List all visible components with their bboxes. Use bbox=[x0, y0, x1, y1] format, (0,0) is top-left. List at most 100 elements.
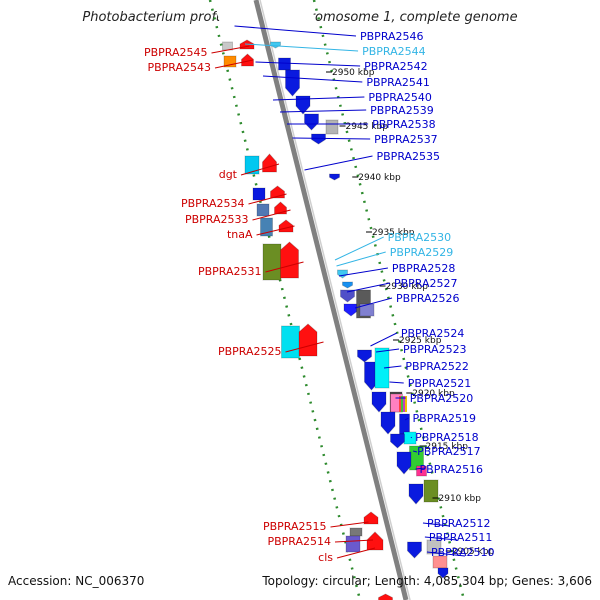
right-gene-label: PBPRA2524 bbox=[401, 327, 465, 340]
right-callout-line bbox=[244, 43, 359, 52]
right-gene-label: PBPRA2520 bbox=[410, 392, 474, 405]
gene-feature-0 bbox=[222, 41, 233, 51]
right-gene-label: PBPRA2542 bbox=[364, 60, 428, 73]
gene-stripe-0 bbox=[399, 396, 401, 412]
tick-label: 2910 kbp bbox=[439, 494, 482, 504]
left-gene-label: PBPRA2514 bbox=[267, 535, 331, 548]
right-callout-line bbox=[404, 417, 409, 421]
gene-feature-48 bbox=[366, 531, 384, 551]
tick-label: 2930 kbp bbox=[386, 282, 429, 292]
gene-feature-2 bbox=[223, 55, 237, 68]
left-gene-label: PBPRA2531 bbox=[198, 265, 262, 278]
gene-feature-3 bbox=[241, 53, 254, 67]
right-gene-label: PBPRA2539 bbox=[370, 104, 434, 117]
gene-feature-43 bbox=[408, 483, 424, 505]
gene-feature-49 bbox=[407, 541, 422, 559]
left-callout-line bbox=[265, 261, 304, 273]
gene-stripe-2 bbox=[403, 396, 405, 412]
right-callout-line bbox=[334, 236, 384, 261]
right-gene-label: PBPRA2522 bbox=[405, 360, 469, 373]
left-callout-line bbox=[211, 45, 250, 54]
gene-feature-50 bbox=[426, 539, 442, 555]
right-gene-label: PBPRA2517 bbox=[417, 445, 481, 458]
gene-feature-44 bbox=[423, 479, 439, 503]
tick-label: 2935 kbp bbox=[372, 228, 415, 238]
gene-stripe-1 bbox=[401, 396, 403, 412]
right-callout-line bbox=[272, 96, 365, 101]
gene-feature-16 bbox=[256, 203, 270, 217]
gene-feature-46 bbox=[363, 511, 379, 525]
gene-feature-5 bbox=[278, 57, 291, 71]
gene-feature-36 bbox=[380, 411, 396, 435]
gene-feature-33 bbox=[371, 391, 387, 413]
right-callout-line bbox=[354, 297, 393, 309]
left-callout-line bbox=[248, 193, 287, 205]
left-gene-label: PBPRA2525 bbox=[218, 345, 282, 358]
gene-feature-6 bbox=[285, 69, 300, 97]
left-callout-line bbox=[330, 521, 369, 528]
right-callout-line bbox=[234, 25, 357, 37]
tick-label: 2905 kbp bbox=[452, 547, 495, 557]
right-callout-line bbox=[255, 61, 361, 67]
gene-feature-9 bbox=[325, 119, 339, 135]
left-gene-label: tnaA bbox=[227, 228, 253, 241]
left-gene-label: dgt bbox=[219, 168, 238, 181]
left-callout-line bbox=[336, 547, 376, 559]
right-gene-label: PBPRA2511 bbox=[429, 531, 493, 544]
right-callout-line bbox=[426, 551, 466, 557]
left-gene-label: PBPRA2533 bbox=[185, 213, 249, 226]
gene-feature-27 bbox=[359, 303, 375, 317]
right-callout-line bbox=[412, 450, 418, 453]
gene-feature-12 bbox=[244, 155, 260, 175]
tick-label: 2925 kbp bbox=[399, 336, 442, 346]
backbone-highlight bbox=[259, 0, 411, 600]
left-callout-line bbox=[256, 225, 295, 236]
left-callout-line bbox=[285, 341, 324, 353]
left-gene-label: cls bbox=[318, 551, 333, 564]
right-gene-label: PBPRA2526 bbox=[396, 292, 460, 305]
right-gene-label: PBPRA2528 bbox=[392, 262, 456, 275]
right-callout-line bbox=[424, 536, 458, 541]
right-callout-line bbox=[336, 251, 386, 267]
right-gene-label: PBPRA2512 bbox=[427, 517, 491, 530]
right-gene-label: PBPRA2523 bbox=[403, 343, 467, 356]
right-gene-label: PBPRA2541 bbox=[366, 76, 430, 89]
gene-feature-29 bbox=[298, 323, 318, 357]
gene-feature-28 bbox=[281, 325, 300, 359]
gene-feature-21 bbox=[280, 241, 299, 279]
right-callout-line bbox=[279, 109, 367, 113]
right-callout-line bbox=[370, 332, 398, 347]
right-gene-label: PBPRA2540 bbox=[368, 91, 432, 104]
label-layer: PBPRA2545PBPRA2543dgtPBPRA2534PBPRA2533t… bbox=[144, 25, 495, 564]
gene-feature-23 bbox=[342, 281, 353, 289]
right-callout-line bbox=[292, 137, 371, 140]
right-callout-line bbox=[422, 522, 450, 527]
left-gene-label: PBPRA2515 bbox=[263, 520, 327, 533]
right-callout-line bbox=[338, 267, 388, 277]
right-callout-line bbox=[415, 467, 426, 470]
right-gene-label: PBPRA2510 bbox=[431, 546, 495, 559]
gene-feature-42 bbox=[416, 465, 427, 477]
feature-layer bbox=[222, 39, 449, 600]
gene-feature-30 bbox=[357, 349, 372, 363]
left-gene-label: PBPRA2545 bbox=[144, 46, 208, 59]
left-gene-label: PBPRA2543 bbox=[147, 61, 211, 74]
right-callout-line bbox=[375, 348, 400, 353]
gene-feature-47 bbox=[345, 535, 361, 553]
left-callout-line bbox=[334, 539, 374, 543]
right-gene-label: PBPRA2519 bbox=[413, 412, 477, 425]
gene-feature-11 bbox=[329, 173, 340, 181]
map-band bbox=[214, 0, 460, 600]
tick-label: 2940 kbp bbox=[358, 173, 401, 183]
gene-feature-20 bbox=[262, 243, 282, 281]
gene-feature-37 bbox=[399, 413, 410, 435]
gene-feature-17 bbox=[274, 201, 287, 215]
gene-feature-53 bbox=[378, 593, 393, 600]
gene-feature-39 bbox=[390, 433, 405, 449]
gene-stripe-3 bbox=[405, 396, 407, 412]
right-gene-label: PBPRA2521 bbox=[408, 377, 472, 390]
gene-feature-8 bbox=[304, 113, 319, 131]
tick-label: 2950 kbp bbox=[332, 68, 375, 78]
